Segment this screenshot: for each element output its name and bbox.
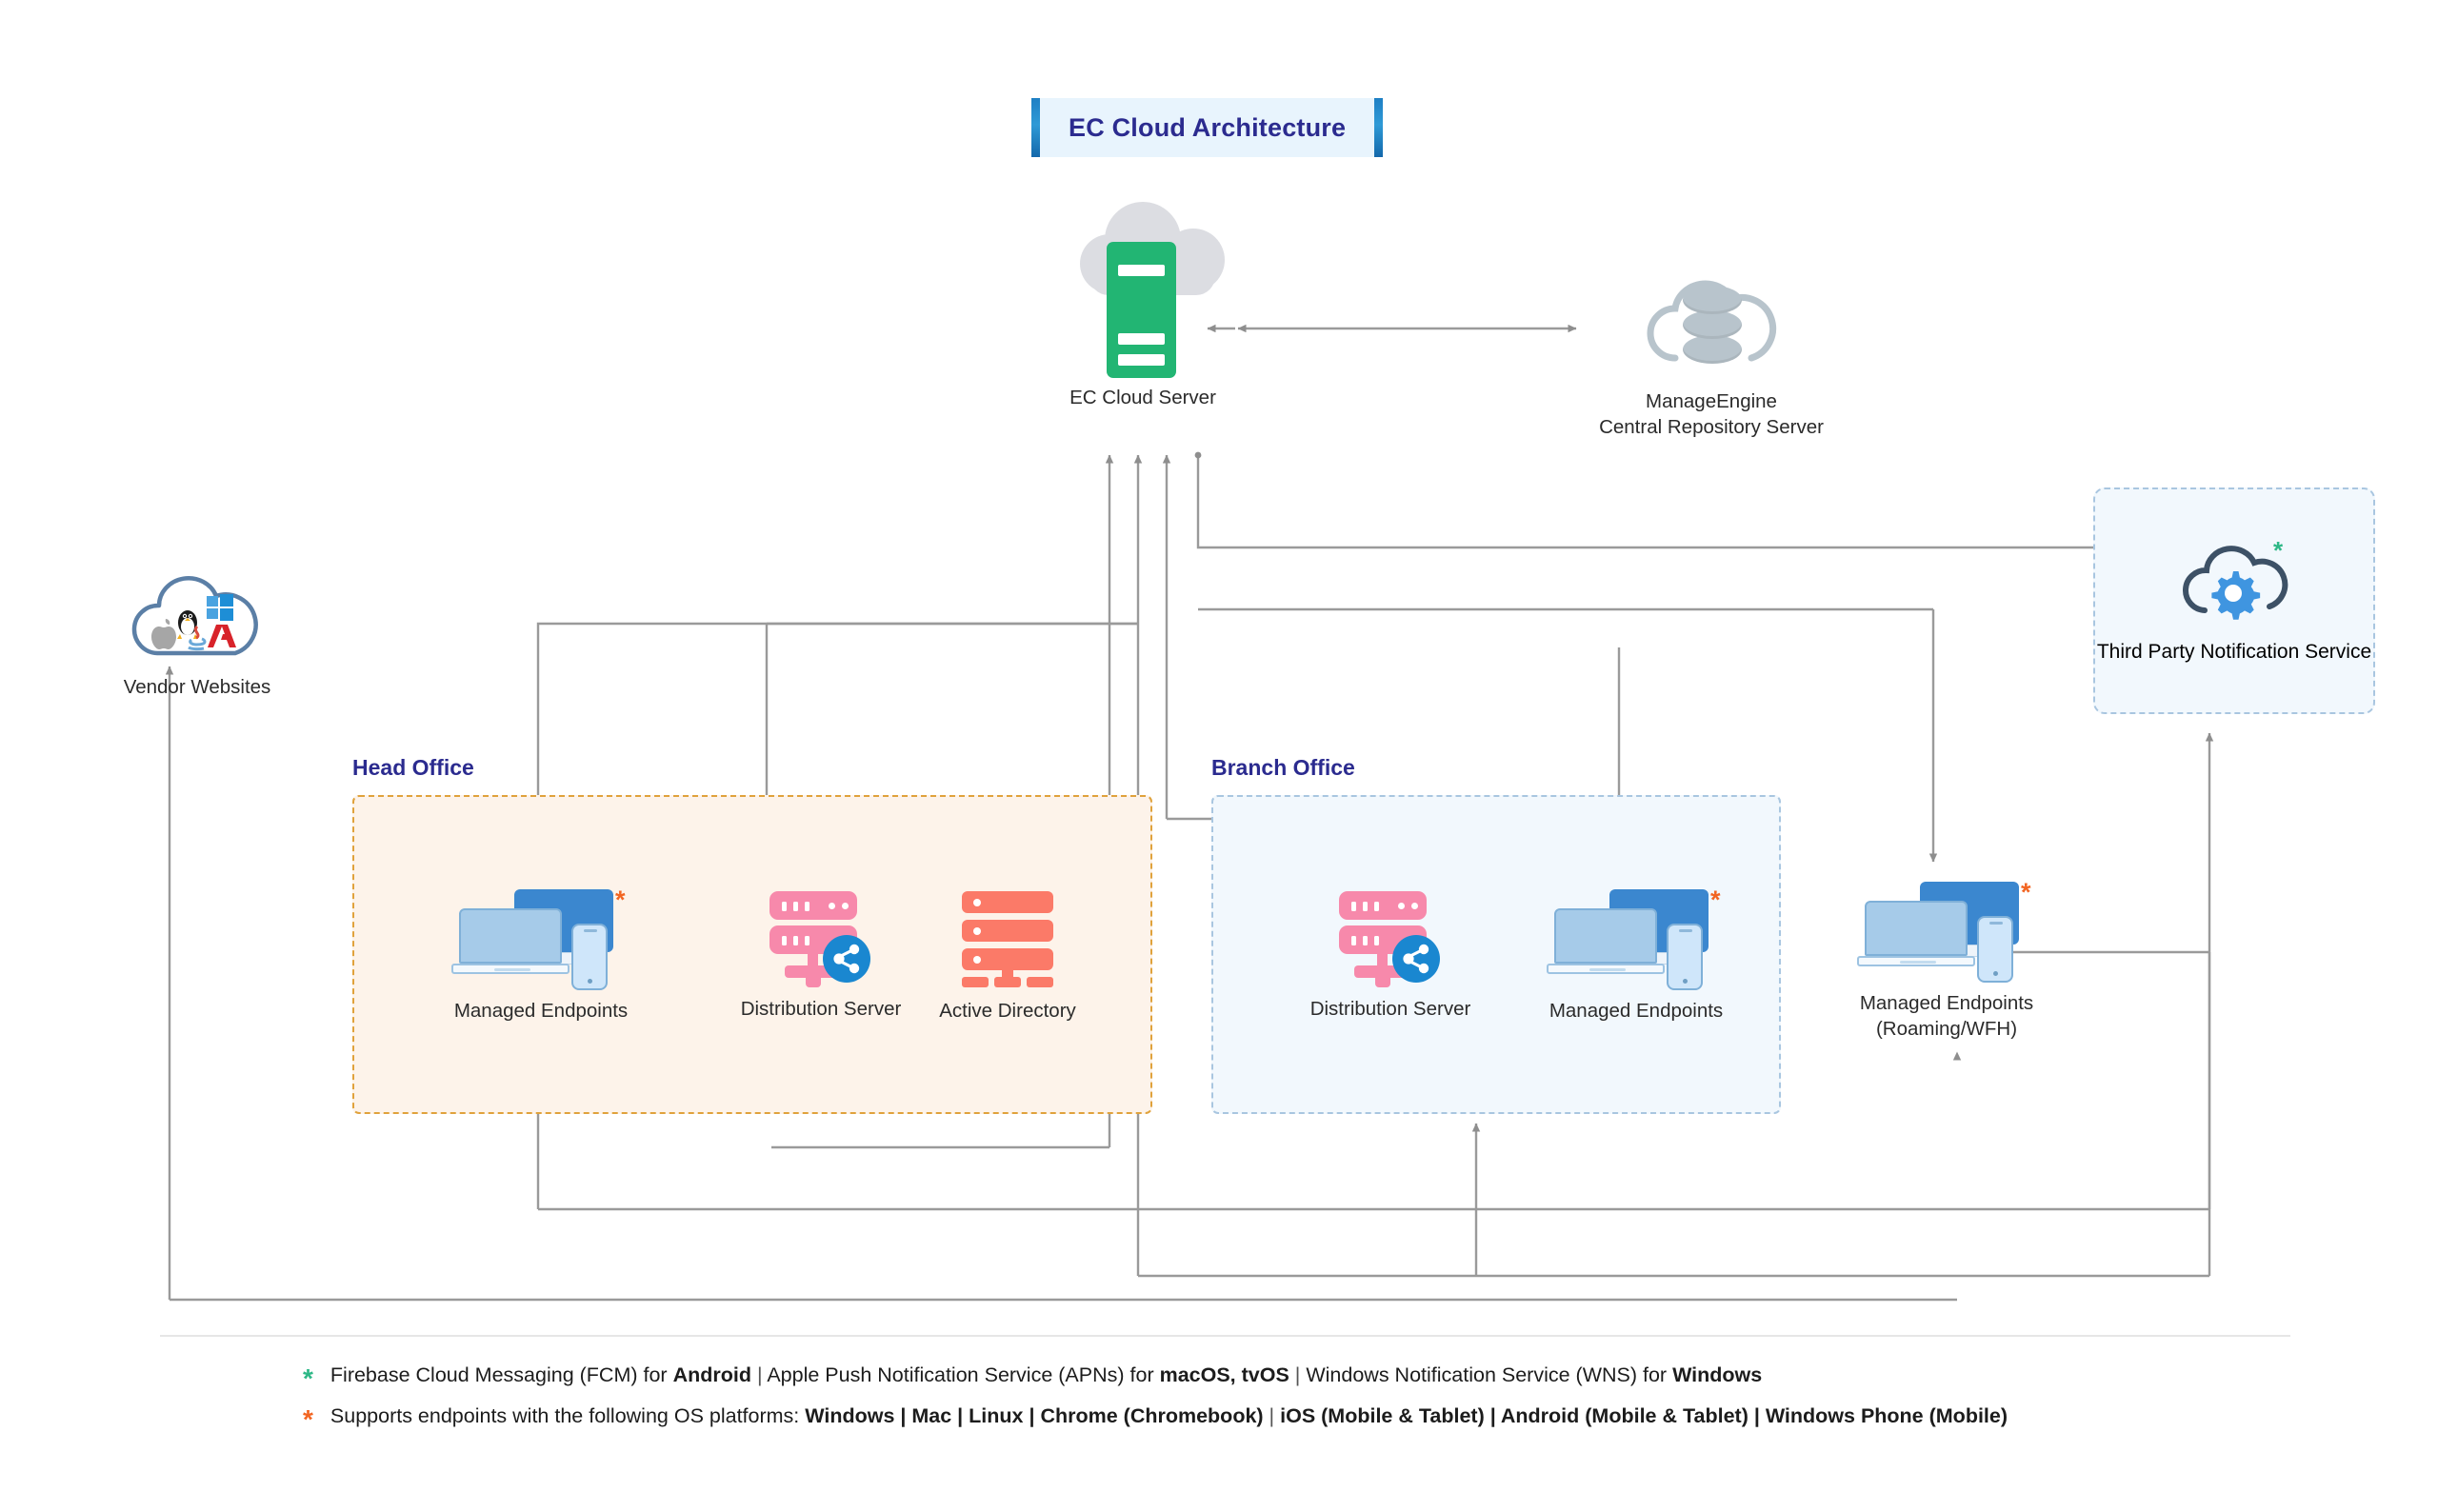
asterisk-orange-icon: * <box>1710 885 1721 914</box>
svg-text:*: * <box>2273 538 2284 565</box>
node-branch-distribution-server[interactable]: Distribution Server <box>1295 891 1486 1023</box>
node-third-party-notification-service[interactable]: * Third Party Notification Service <box>2093 487 2375 714</box>
node-head-managed-endpoints[interactable]: * Managed Endpoints <box>446 885 636 1025</box>
node-label-ec-cloud-server: EC Cloud Server <box>1069 387 1216 408</box>
title-bar-left <box>1031 98 1040 157</box>
node-ec-cloud-server[interactable]: EC Cloud Server <box>1063 202 1225 411</box>
node-active-directory[interactable]: Active Directory <box>912 891 1103 1025</box>
legend-text: Firebase Cloud Messaging (FCM) for Andro… <box>330 1363 1763 1386</box>
distribution-server-icon <box>764 891 878 990</box>
node-label-active-directory: Active Directory <box>939 1000 1076 1022</box>
cloud-server-icon <box>1063 202 1225 379</box>
asterisk-orange-icon: * <box>615 885 626 914</box>
zone-label-head-office: Head Office <box>352 755 474 780</box>
node-head-distribution-server[interactable]: Distribution Server <box>726 891 916 1023</box>
node-label-head-distribution-server: Distribution Server <box>740 998 902 1020</box>
node-roaming-endpoints[interactable]: * Managed Endpoints (Roaming/WFH) <box>1846 878 2048 1042</box>
active-directory-icon <box>958 891 1057 992</box>
title-bar-right <box>1374 98 1384 157</box>
page-title: EC Cloud Architecture <box>1069 112 1347 142</box>
node-vendor-websites[interactable]: Vendor Websites <box>97 569 297 701</box>
cloud-gear-icon: * <box>2178 536 2290 629</box>
devices-icon: * <box>451 885 630 992</box>
vendor-cloud-icon <box>125 569 270 668</box>
node-central-repository[interactable]: ManageEngine Central Repository Server <box>1588 265 1835 440</box>
node-branch-managed-endpoints[interactable]: * Managed Endpoints <box>1541 885 1731 1025</box>
node-label-vendor-websites: Vendor Websites <box>123 676 271 698</box>
asterisk-orange-icon: * <box>303 1404 313 1434</box>
asterisk-orange-icon: * <box>2021 878 2031 906</box>
node-label-central-repository: ManageEngine Central Repository Server <box>1599 390 1824 438</box>
devices-icon: * <box>1547 885 1726 992</box>
legend-text: Supports endpoints with the following OS… <box>330 1404 2008 1427</box>
node-label-branch-distribution-server: Distribution Server <box>1309 998 1471 1020</box>
legend-row-notification-services: * Firebase Cloud Messaging (FCM) for And… <box>303 1363 1762 1392</box>
legend-divider <box>160 1335 2290 1337</box>
node-label-branch-managed-endpoints: Managed Endpoints <box>1549 1000 1724 1022</box>
asterisk-green-icon: * <box>303 1363 313 1393</box>
node-label-third-party: Third Party Notification Service <box>2096 641 2372 663</box>
diagram-title: EC Cloud Architecture <box>1031 98 1384 157</box>
legend-row-os-platforms: * Supports endpoints with the following … <box>303 1404 2008 1433</box>
distribution-server-icon <box>1333 891 1448 990</box>
node-label-head-managed-endpoints: Managed Endpoints <box>453 1000 629 1022</box>
zone-label-branch-office: Branch Office <box>1211 755 1355 780</box>
cloud-database-icon <box>1641 265 1782 383</box>
devices-icon: * <box>1857 878 2036 985</box>
node-label-roaming-endpoints: Managed Endpoints (Roaming/WFH) <box>1859 992 2034 1040</box>
title-field: EC Cloud Architecture <box>1040 98 1375 157</box>
